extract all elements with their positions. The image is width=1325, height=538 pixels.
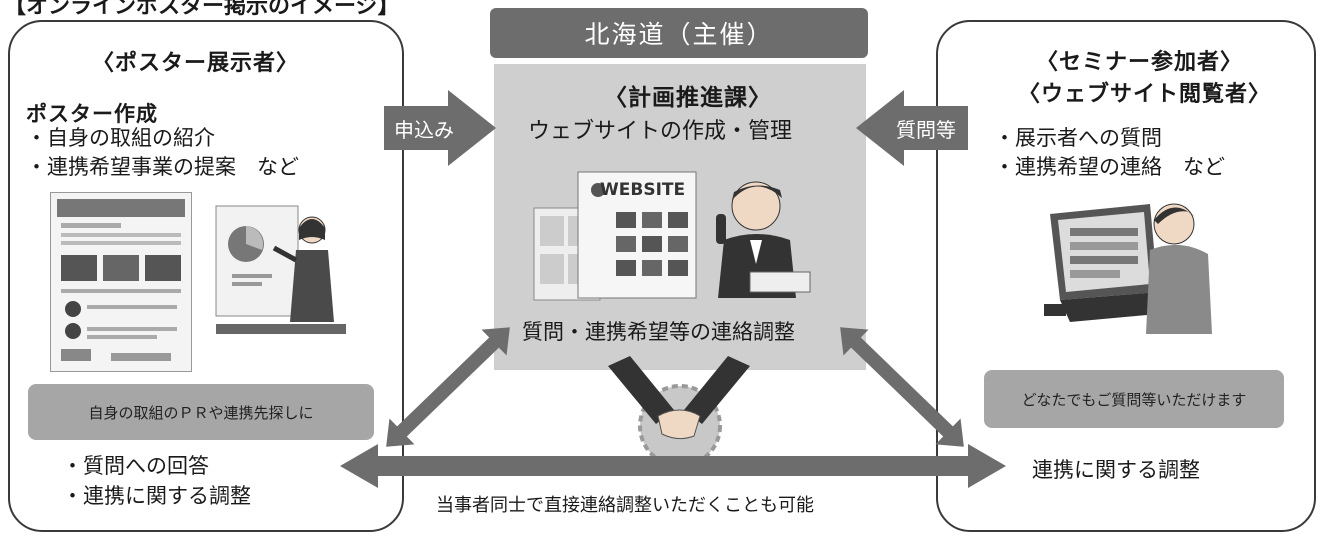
direct-contact-text: 当事者同士で直接連絡調整いただくことも可能 xyxy=(432,492,818,520)
right-bottom-text: 連携に関する調整 xyxy=(1032,458,1200,482)
seminar-participant-heading: 〈セミナー参加者〉 xyxy=(1036,50,1244,75)
left-bullet-2: ・連携希望事業の提案 など xyxy=(26,155,299,179)
poster-creation-heading: ポスター作成 xyxy=(26,102,158,126)
operator-icon xyxy=(702,174,812,298)
poster-exhibitor-heading: 〈ポスター展示者〉 xyxy=(92,51,300,76)
left-diagonal-arrow xyxy=(386,327,510,447)
website-icon xyxy=(532,168,700,302)
question-arrow-label: 質問等 xyxy=(896,118,956,142)
organizer-banner: 北海道（主催） xyxy=(490,8,868,58)
left-pr-box: 自身の取組のＰＲや連携先探しに xyxy=(28,384,374,440)
direct-contact-arrow xyxy=(340,444,1006,488)
right-bullet-2: ・連携希望の連絡 など xyxy=(994,155,1225,179)
question-arrow xyxy=(856,90,968,166)
application-arrow xyxy=(384,90,496,166)
contact-coordination-text: 質問・連携希望等の連絡調整 xyxy=(522,320,795,344)
handshake-icon xyxy=(604,352,754,470)
laptop-user-icon xyxy=(1040,194,1220,344)
application-arrow-label: 申込み xyxy=(394,118,454,142)
planning-division-heading: 〈計画推進課〉 xyxy=(604,85,772,111)
page-title: 【オンラインポスター掲示のイメージ】 xyxy=(4,0,400,19)
right-diagonal-arrow xyxy=(840,327,964,447)
left-bottom-bullet-2: ・連携に関する調整 xyxy=(62,484,251,508)
poster-icon xyxy=(50,192,192,372)
left-bottom-bullet-1: ・質問への回答 xyxy=(62,454,209,478)
left-bullet-1: ・自身の取組の紹介 xyxy=(26,126,215,150)
right-bullet-1: ・展示者への質問 xyxy=(994,126,1162,150)
website-label: WEBSITE xyxy=(600,180,686,200)
presenter-icon xyxy=(212,204,352,344)
right-question-box: どなたでもご質問等いただけます xyxy=(984,370,1284,428)
website-viewer-heading: 〈ウェブサイト閲覧者〉 xyxy=(1018,82,1272,107)
website-management-text: ウェブサイトの作成・管理 xyxy=(528,119,793,144)
